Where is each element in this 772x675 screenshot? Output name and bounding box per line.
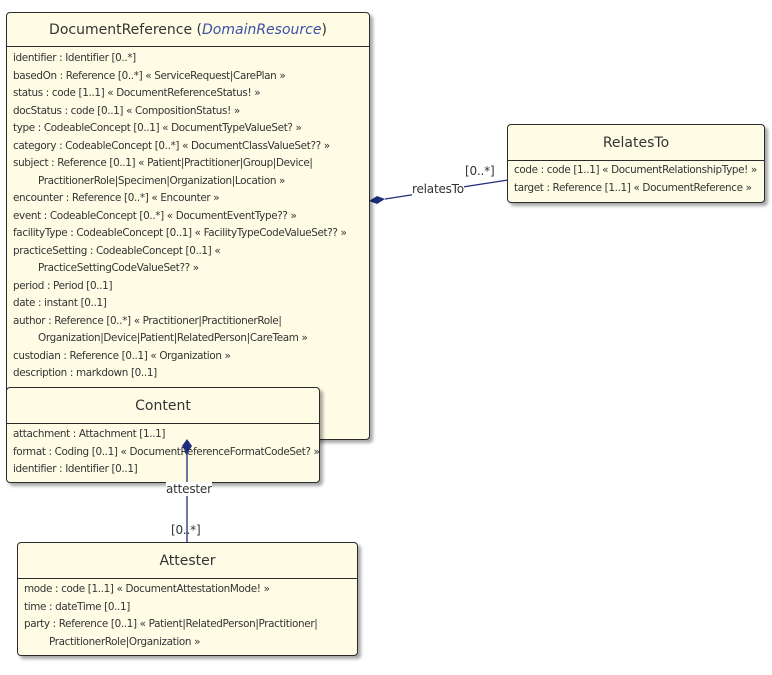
relates-to-multiplicity-label: [0..*] <box>465 164 495 178</box>
attribute-row: identifier : Identifier [0..1] <box>13 461 319 479</box>
document-reference-header: DocumentReference (DomainResource) <box>7 13 369 47</box>
attribute-text: docStatus : code [0..1] « CompositionSta… <box>13 104 240 117</box>
attribute-row: format : Coding [0..1] « DocumentReferen… <box>13 444 319 462</box>
content-class[interactable]: Content attachment : Attachment [1..1] fo… <box>6 387 320 483</box>
attribute-row: type : CodeableConcept [0..1] « Document… <box>13 120 369 138</box>
attribute-row: facilityType : CodeableConcept [0..1] « … <box>13 225 369 243</box>
attribute-row: code : code [1..1] « DocumentRelationshi… <box>514 162 764 180</box>
attribute-continuation: PractitionerRole|Organization » <box>49 635 201 648</box>
attribute-text: target : Reference [1..1] « DocumentRefe… <box>514 181 752 194</box>
attribute-row: attachment : Attachment [1..1] <box>13 426 319 444</box>
attribute-text: format : Coding [0..1] « DocumentReferen… <box>13 445 320 458</box>
attribute-row: custodian : Reference [0..1] « Organizat… <box>13 348 369 366</box>
attribute-text: party : Reference [0..1] « Patient|Relat… <box>24 618 318 630</box>
relates-to-role-label: relatesTo <box>412 182 464 196</box>
class-name: Attester <box>159 553 216 569</box>
attribute-row: time : dateTime [0..1] <box>24 599 357 617</box>
attribute-text: identifier : Identifier [0..*] <box>13 52 136 64</box>
attribute-row: period : Period [0..1] <box>13 278 369 296</box>
attribute-continuation: Organization|Device|Patient|RelatedPerso… <box>38 332 308 344</box>
attribute-row: category : CodeableConcept [0..*] « Docu… <box>13 138 369 156</box>
attribute-text: event : CodeableConcept [0..*] « Documen… <box>13 209 297 222</box>
attribute-text: mode : code [1..1] « DocumentAttestation… <box>24 583 270 595</box>
attribute-row: date : instant [0..1] <box>13 295 369 313</box>
stereotype-label: DomainResource <box>202 22 322 38</box>
attribute-text: status : code [1..1] « DocumentReference… <box>13 87 261 99</box>
attribute-text: facilityType : CodeableConcept [0..1] « … <box>13 227 347 239</box>
attribute-row: party : Reference [0..1] « Patient|Relat… <box>24 616 357 651</box>
attribute-row: identifier : Identifier [0..*] <box>13 50 369 68</box>
attribute-row: mode : code [1..1] « DocumentAttestation… <box>24 581 357 599</box>
attribute-row: practiceSetting : CodeableConcept [0..1]… <box>13 243 369 278</box>
attribute-continuation: PracticeSettingCodeValueSet?? » <box>38 262 199 274</box>
relates-to-class[interactable]: RelatesTo code : code [1..1] « DocumentR… <box>507 124 765 203</box>
attester-multiplicity-label: [0..*] <box>171 523 201 537</box>
relates-to-composition-diamond <box>369 196 385 204</box>
content-attributes: attachment : Attachment [1..1] format : C… <box>7 424 319 479</box>
attribute-text: time : dateTime [0..1] <box>24 600 130 613</box>
attribute-text: basedOn : Reference [0..*] « ServiceRequ… <box>13 69 286 82</box>
attribute-row: encounter : Reference [0..*] « Encounter… <box>13 190 369 208</box>
relates-to-header: RelatesTo <box>508 125 764 161</box>
attribute-text: description : markdown [0..1] <box>13 367 157 379</box>
class-name: RelatesTo <box>602 135 670 151</box>
attribute-text: custodian : Reference [0..1] « Organizat… <box>13 349 231 362</box>
attribute-row: docStatus : code [0..1] « CompositionSta… <box>13 103 369 121</box>
attribute-row: target : Reference [1..1] « DocumentRefe… <box>514 180 764 198</box>
attribute-row: author : Reference [0..*] « Practitioner… <box>13 313 369 348</box>
relates-to-attributes: code : code [1..1] « DocumentRelationshi… <box>508 161 764 197</box>
attribute-text: encounter : Reference [0..*] « Encounter… <box>13 192 220 204</box>
attribute-text: attachment : Attachment [1..1] <box>13 428 166 440</box>
attribute-row: basedOn : Reference [0..*] « ServiceRequ… <box>13 68 369 86</box>
attester-role-label: attester <box>166 482 212 496</box>
attester-attributes: mode : code [1..1] « DocumentAttestation… <box>18 579 357 651</box>
attribute-row: event : CodeableConcept [0..*] « Documen… <box>13 208 369 226</box>
document-reference-attributes: identifier : Identifier [0..*] basedOn : … <box>7 47 369 383</box>
attribute-text: date : instant [0..1] <box>13 297 107 309</box>
attribute-continuation: PractitionerRole|Specimen|Organization|L… <box>38 174 286 187</box>
attribute-row: status : code [1..1] « DocumentReference… <box>13 85 369 103</box>
attribute-row: description : markdown [0..1] <box>13 365 369 383</box>
attribute-text: identifier : Identifier [0..1] <box>13 463 138 475</box>
attester-header: Attester <box>18 543 357 579</box>
attribute-text: period : Period [0..1] <box>13 279 113 292</box>
attribute-text: category : CodeableConcept [0..*] « Docu… <box>13 139 330 152</box>
content-header: Content <box>7 388 319 424</box>
attribute-text: type : CodeableConcept [0..1] « Document… <box>13 122 302 134</box>
class-name: DocumentReference <box>49 22 193 38</box>
attribute-text: subject : Reference [0..1] « Patient|Pra… <box>13 157 313 169</box>
attribute-text: author : Reference [0..*] « Practitioner… <box>13 314 282 327</box>
class-name: Content <box>135 398 191 414</box>
attribute-text: practiceSetting : CodeableConcept [0..1]… <box>13 244 221 257</box>
attribute-row: subject : Reference [0..1] « Patient|Pra… <box>13 155 369 190</box>
attribute-text: code : code [1..1] « DocumentRelationshi… <box>514 164 757 176</box>
document-reference-class[interactable]: DocumentReference (DomainResource) ident… <box>6 12 370 440</box>
attester-class[interactable]: Attester mode : code [1..1] « DocumentAt… <box>17 542 358 656</box>
